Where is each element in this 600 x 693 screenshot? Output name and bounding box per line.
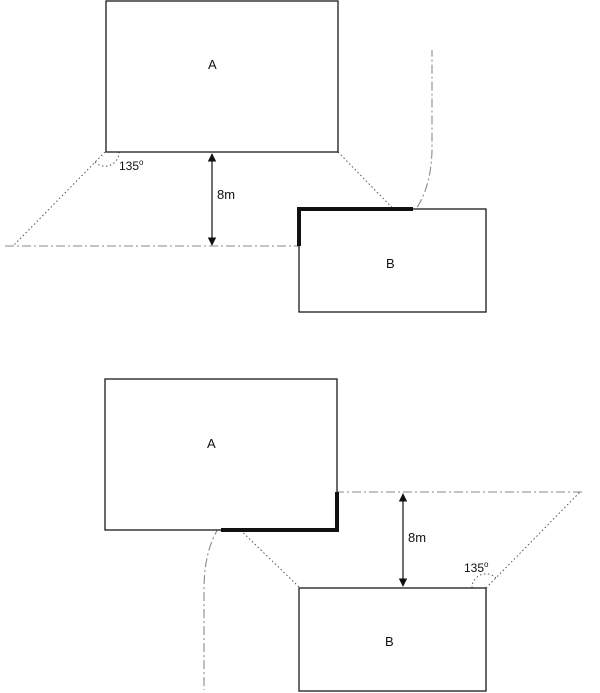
bottom-angle-value: 135 xyxy=(464,561,484,575)
bottom-angle-arc xyxy=(471,573,497,589)
top-angle-degree: o xyxy=(139,158,144,167)
top-affected-wall xyxy=(297,207,413,246)
bottom-angle-label: 135o xyxy=(464,560,489,575)
bottom-building-b xyxy=(298,587,487,692)
top-distance-label: 8m xyxy=(217,187,235,202)
bottom-diagram: A B 8m 135o xyxy=(104,378,582,692)
top-angle-arc xyxy=(94,151,120,167)
bottom-distance-label: 8m xyxy=(408,530,426,545)
top-building-b-label: B xyxy=(386,256,395,271)
bottom-affected-wall xyxy=(221,492,339,532)
top-diagram: A B 8m 135o xyxy=(5,0,487,313)
bottom-angle-degree: o xyxy=(484,560,489,569)
top-projection-left xyxy=(12,151,106,247)
bottom-building-a-label: A xyxy=(207,436,216,451)
top-angle-label: 135o xyxy=(119,158,144,173)
top-building-a xyxy=(105,0,339,153)
top-building-a-label: A xyxy=(208,57,217,72)
bottom-building-b-label: B xyxy=(385,634,394,649)
top-angle-value: 135 xyxy=(119,159,139,173)
bottom-building-a xyxy=(104,378,338,531)
bottom-projection-right xyxy=(485,491,581,589)
